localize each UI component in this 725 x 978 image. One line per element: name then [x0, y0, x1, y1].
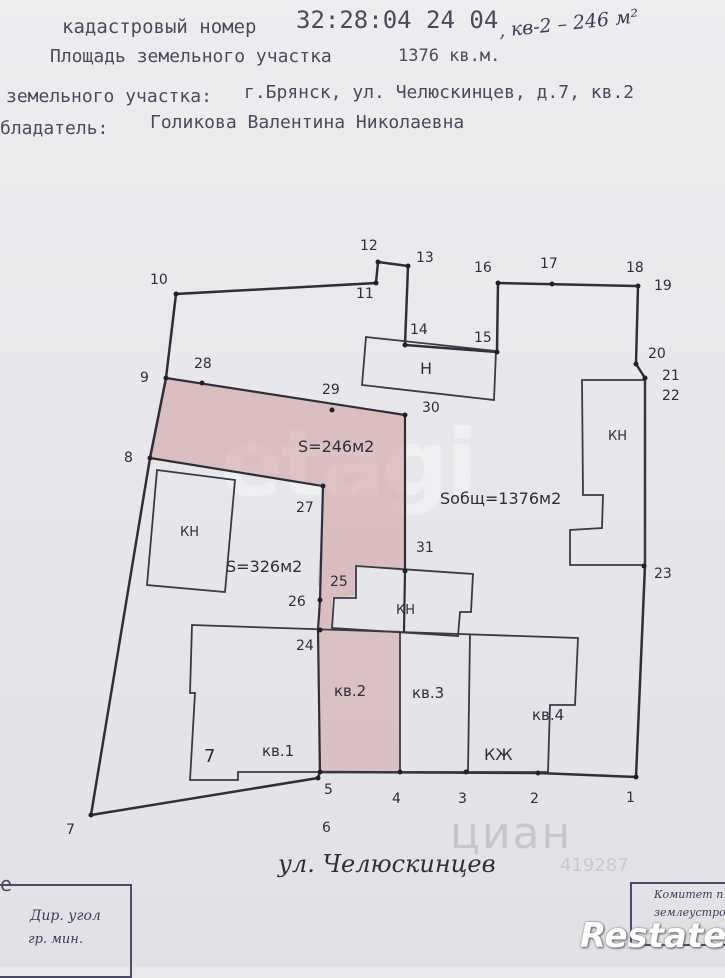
- n-building-label: Н: [420, 359, 432, 378]
- point-label-19: 19: [654, 278, 672, 294]
- area-value: 1376 кв.м.: [398, 46, 501, 66]
- kn-center-label: КН: [396, 603, 415, 618]
- owner-label: бладатель:: [0, 118, 109, 139]
- point-label-30: 30: [422, 400, 440, 416]
- committee-line1: Комитет п: [654, 888, 724, 901]
- cadastral-label: кадастровый номер: [62, 16, 257, 38]
- point-label-20: 20: [648, 346, 666, 362]
- point-label-26: 26: [288, 594, 306, 610]
- point-label-14: 14: [410, 322, 428, 338]
- point-label-16: 16: [474, 260, 492, 276]
- etagi-watermark: etagi: [220, 410, 478, 517]
- point-label-3: 3: [458, 791, 467, 807]
- area-246-label: S=246м2: [298, 437, 374, 456]
- direction-angle-line2: гр. мин.: [28, 932, 84, 947]
- inner-boundary: [165, 376, 407, 633]
- point-label-28: 28: [194, 356, 212, 372]
- point-label-10: 10: [150, 272, 168, 288]
- point-label-25: 25: [330, 574, 348, 590]
- committee-line2: землеустро: [654, 906, 725, 919]
- kn-left-label: КН: [180, 525, 199, 540]
- boundary-vertices: [88, 259, 648, 818]
- house-outline: [189, 624, 579, 781]
- point-label-2: 2: [530, 791, 539, 807]
- kv4-label: кв.4: [532, 706, 564, 724]
- kv4-divider: [467, 633, 471, 773]
- point-label-9: 9: [140, 370, 149, 386]
- point-label-13: 13: [416, 250, 434, 266]
- address-label: земельного участка:: [6, 86, 212, 107]
- restate-logo: Restate: [580, 916, 725, 956]
- area-total-label: Sобщ=1376м2: [440, 489, 561, 508]
- area-label: Площадь земельного участка: [50, 46, 332, 67]
- point-label-21: 21: [662, 368, 680, 384]
- area-326-label: S=326м2: [226, 557, 302, 576]
- point-label-24: 24: [296, 638, 314, 654]
- address-value: г.Брянск, ул. Челюскинцев, д.7, кв.2: [244, 82, 635, 103]
- point-label-5: 5: [324, 782, 333, 798]
- building-n: [361, 336, 497, 402]
- point-label-12: 12: [360, 238, 378, 254]
- unit-7-label: 7: [204, 746, 215, 767]
- point-label-4: 4: [392, 791, 401, 807]
- cian-number-watermark: 419287: [560, 855, 629, 876]
- point-label-31: 31: [416, 540, 434, 556]
- point-label-29: 29: [322, 382, 340, 398]
- owner-value: Голикова Валентина Николаевна: [150, 112, 465, 133]
- kv2-label: кв.2: [334, 682, 366, 700]
- point-label-11: 11: [356, 286, 374, 302]
- kv1-label: кв.1: [262, 742, 294, 760]
- kn-right-label: КН: [608, 429, 627, 444]
- building-kn-right: [569, 379, 646, 566]
- kv3-label: кв.3: [412, 684, 444, 702]
- kv2-hatched-area: [150, 378, 405, 630]
- point-label-7: 7: [66, 822, 75, 838]
- kv2-unit-hatch: [318, 630, 400, 772]
- point-label-22: 22: [662, 388, 680, 404]
- cian-watermark: циан: [450, 808, 573, 859]
- street-name: ул. Челюскинцев: [277, 850, 496, 878]
- point-label-8: 8: [124, 450, 133, 466]
- point-label-6: 6: [322, 820, 331, 836]
- direction-angle-stamp: Дир. угол гр. мин.: [0, 884, 132, 978]
- point-label-15: 15: [474, 330, 492, 346]
- point-label-23: 23: [654, 566, 672, 582]
- corner-letter: e: [0, 872, 13, 896]
- building-kn-left: [146, 468, 236, 593]
- cadastral-number: 32:28:04 24 04: [296, 6, 499, 34]
- point-label-1: 1: [626, 790, 635, 806]
- building-kn-center: [331, 565, 474, 637]
- direction-angle-line1: Дир. угол: [30, 908, 101, 924]
- point-label-18: 18: [626, 260, 644, 276]
- point-label-27: 27: [296, 500, 314, 516]
- point-label-17: 17: [540, 256, 558, 272]
- committee-stamp: Комитет п землеустро: [630, 882, 725, 946]
- kzh-label: КЖ: [484, 745, 513, 764]
